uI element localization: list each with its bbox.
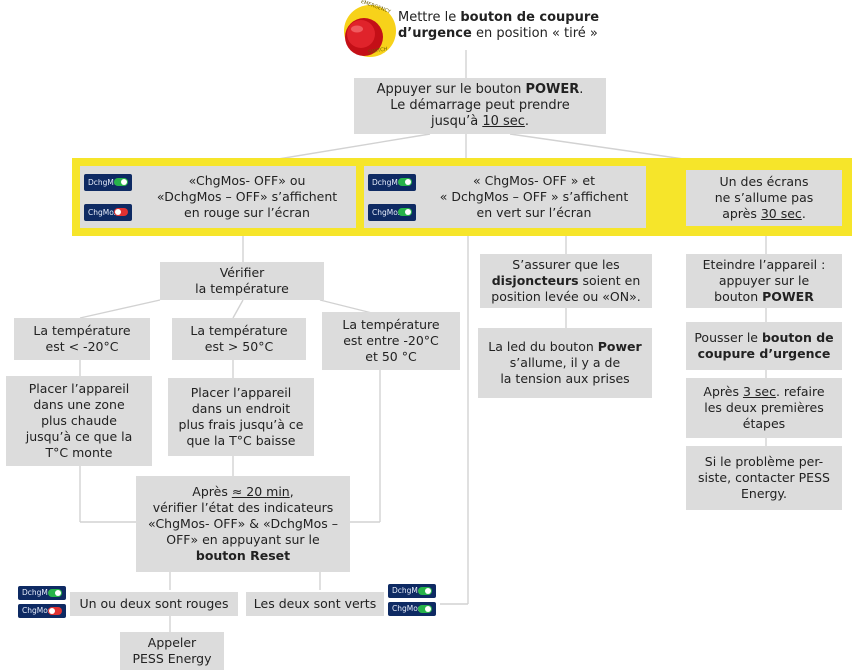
push-emergency-button: Pousser le bouton de coupure d’urgence xyxy=(686,322,842,370)
chgmos-indicator-green-2: ChgMos xyxy=(368,204,416,221)
branch-screen-off: Un des écrans ne s’allume pas après 30 s… xyxy=(686,170,842,226)
turn-off-device: Eteindre l’appareil : appuyer sur le bou… xyxy=(686,254,842,308)
step-press-power: Appuyer sur le bouton POWER. Le démarrag… xyxy=(354,78,606,134)
temp-high: La température est > 50°C xyxy=(172,318,306,360)
result-red: Un ou deux sont rouges xyxy=(70,592,238,616)
place-cooler: Placer l’appareil dans un endroit plus f… xyxy=(168,378,314,456)
chgmos-indicator-result-2: ChgMos xyxy=(388,602,436,616)
step-pull-switch: Mettre le bouton de coupure d’urgence en… xyxy=(398,10,600,41)
after-20-min: Après ≈ 20 min, vérifier l’état des indi… xyxy=(136,476,350,572)
power-led-on: La led du bouton Power s’allume, il y a … xyxy=(478,328,652,398)
dchgmos-indicator-green: DchgMos xyxy=(84,174,132,191)
chgmos-indicator-result-1: ChgMos xyxy=(18,604,66,618)
result-green: Les deux sont verts xyxy=(246,592,384,616)
chgmos-indicator-red: ChgMos xyxy=(84,204,132,221)
temp-low: La température est < -20°C xyxy=(14,318,150,360)
place-warmer: Placer l’appareil dans une zone plus cha… xyxy=(6,376,152,466)
temp-mid: La température est entre -20°C et 50 °C xyxy=(322,312,460,370)
emergency-switch-icon xyxy=(344,5,396,57)
check-breakers: S’assurer que les disjoncteurs soient en… xyxy=(480,254,652,308)
contact-pess: Si le problème per- siste, contacter PES… xyxy=(686,446,842,510)
dchgmos-indicator-result-1: DchgMos xyxy=(18,586,66,600)
call-pess: Appeler PESS Energy xyxy=(120,632,224,670)
check-temperature: Vérifier la température xyxy=(160,262,324,300)
retry-steps: Après 3 sec. refaire les deux premières … xyxy=(686,378,842,438)
dchgmos-indicator-green-2: DchgMos xyxy=(368,174,416,191)
dchgmos-indicator-result-2: DchgMos xyxy=(388,584,436,598)
